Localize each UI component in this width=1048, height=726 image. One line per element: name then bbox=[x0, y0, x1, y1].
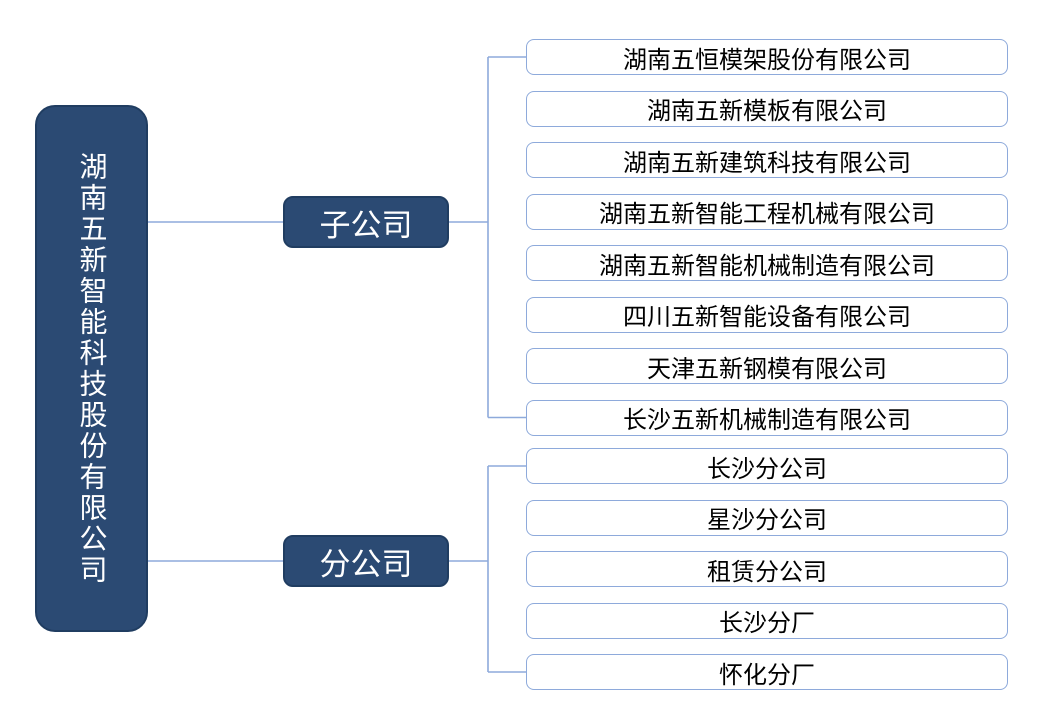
leaf-label: 租赁分公司 bbox=[707, 558, 827, 586]
leaf-label: 星沙分公司 bbox=[707, 507, 827, 534]
leaf-label: 天津五新钢模有限公司 bbox=[647, 355, 887, 383]
group-label-branches: 分公司 bbox=[319, 546, 413, 582]
leaf-label: 长沙分厂 bbox=[719, 610, 815, 637]
connector-branches-trunk bbox=[449, 465, 526, 673]
root-company-node: 湖南五新智能科技股份有限公司 bbox=[35, 105, 148, 632]
leaf-node-subsidiary-3: 湖南五新建筑科技有限公司 bbox=[526, 142, 1008, 178]
leaf-node-branch-4: 长沙分厂 bbox=[526, 602, 1008, 639]
leaf-node-branch-1: 长沙分公司 bbox=[526, 448, 1008, 484]
leaf-label: 湖南五新建筑科技有限公司 bbox=[623, 149, 911, 177]
leaf-node-branch-5: 怀化分厂 bbox=[526, 654, 1008, 690]
leaf-label: 四川五新智能设备有限公司 bbox=[623, 304, 911, 331]
leaf-label: 湖南五新智能机械制造有限公司 bbox=[599, 252, 935, 280]
leaf-node-subsidiary-6: 四川五新智能设备有限公司 bbox=[526, 296, 1008, 333]
leaf-label: 湖南五新模板有限公司 bbox=[647, 98, 887, 125]
leaf-node-branch-2: 星沙分公司 bbox=[526, 499, 1008, 536]
leaf-label: 长沙五新机械制造有限公司 bbox=[623, 407, 911, 434]
leaf-node-subsidiary-5: 湖南五新智能机械制造有限公司 bbox=[526, 245, 1008, 281]
leaf-node-branch-3: 租赁分公司 bbox=[526, 551, 1008, 587]
leaf-label: 湖南五新智能工程机械有限公司 bbox=[599, 201, 935, 228]
group-label-subsidiaries: 子公司 bbox=[319, 207, 413, 243]
leaf-node-subsidiary-8: 长沙五新机械制造有限公司 bbox=[526, 399, 1008, 436]
leaf-label: 怀化分厂 bbox=[719, 661, 815, 689]
root-company-label: 湖南五新智能科技股份有限公司 bbox=[76, 151, 108, 586]
leaf-label: 湖南五恒模架股份有限公司 bbox=[623, 46, 911, 74]
group-node-branches: 分公司 bbox=[283, 535, 449, 587]
connector-subsidiaries-trunk bbox=[449, 56, 526, 419]
leaf-label: 长沙分公司 bbox=[707, 455, 827, 483]
group-node-subsidiaries: 子公司 bbox=[283, 196, 449, 248]
leaf-node-subsidiary-2: 湖南五新模板有限公司 bbox=[526, 90, 1008, 127]
leaf-node-subsidiary-1: 湖南五恒模架股份有限公司 bbox=[526, 39, 1008, 75]
leaf-node-subsidiary-7: 天津五新钢模有限公司 bbox=[526, 348, 1008, 384]
leaf-node-subsidiary-4: 湖南五新智能工程机械有限公司 bbox=[526, 193, 1008, 230]
